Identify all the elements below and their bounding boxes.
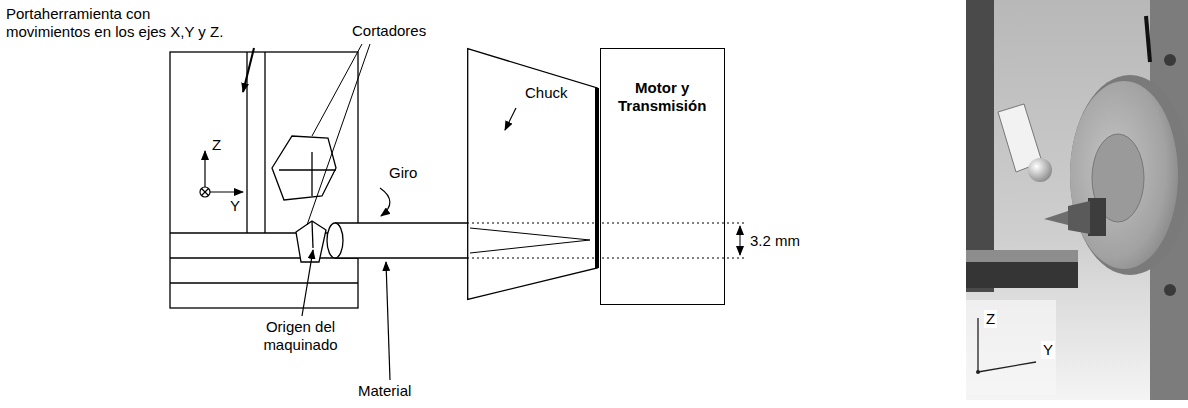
lathe-photo <box>1068 201 1090 234</box>
lathe-photo <box>978 362 1036 372</box>
lathe-photo <box>1164 54 1176 66</box>
lathe-photo <box>1164 284 1176 296</box>
tool-holder <box>264 52 265 233</box>
axis-label: Y <box>1041 341 1055 359</box>
axis-label: Y <box>230 197 240 215</box>
lathe-photo <box>1070 81 1178 269</box>
leader-lines <box>243 48 254 92</box>
lower-cutter <box>312 221 313 248</box>
dimension-arrow <box>740 226 741 255</box>
axis-symbol <box>204 151 205 187</box>
lathe-photo <box>1044 211 1068 225</box>
lathe-photo <box>977 318 978 372</box>
bar-in-chuck <box>470 240 590 253</box>
lathe-photo <box>966 300 1056 395</box>
lathe-photo <box>1146 16 1150 62</box>
axis-label: Z <box>212 136 221 154</box>
part-label: Origen del maquinado <box>262 318 339 354</box>
bar-in-chuck <box>470 228 590 240</box>
axis-label: Z <box>984 310 997 328</box>
upper-cutter <box>279 169 336 170</box>
lathe-photo <box>966 0 994 292</box>
material-bar <box>335 257 467 258</box>
tool-holder <box>170 282 358 283</box>
lathe-photo <box>966 262 1078 288</box>
lathe-photo <box>1070 75 1188 275</box>
bar-in-chuck <box>467 258 746 259</box>
material-bar <box>327 223 343 258</box>
tool-holder <box>170 52 358 308</box>
axis-symbol <box>202 189 209 196</box>
part-label: Material <box>358 382 411 400</box>
leader-lines <box>307 44 370 225</box>
leader-lines <box>380 188 390 216</box>
axis-symbol <box>200 187 210 197</box>
bar-in-chuck <box>467 223 746 258</box>
chuck-shape: Chuck <box>467 48 598 300</box>
lathe-photo <box>1088 198 1106 236</box>
axis-symbol <box>202 189 209 196</box>
tool-holder <box>170 257 358 258</box>
chuck-outline <box>468 49 598 300</box>
upper-cutter <box>311 152 312 196</box>
motor-label: Motor y Transmisión <box>618 79 706 115</box>
part-label: Cortadores <box>352 22 426 40</box>
material-bar <box>335 222 467 223</box>
lathe-photo <box>976 370 980 374</box>
leader-lines <box>302 250 313 316</box>
axis-symbol <box>210 191 243 192</box>
component-note: Portaherramienta con movimientos en los … <box>6 5 226 41</box>
motion-label: Giro <box>389 164 417 182</box>
lower-cutter <box>296 221 326 262</box>
dimension-label: 3.2 mm <box>750 232 800 250</box>
chuck-label: Chuck <box>525 84 568 102</box>
axis-symbol <box>200 151 243 197</box>
lathe-photo <box>966 250 1078 262</box>
lathe-photo <box>966 0 1188 400</box>
lathe-photo <box>1028 158 1052 182</box>
leader-lines <box>386 262 390 380</box>
leader-lines <box>505 108 516 130</box>
motor-box: Motor y Transmisión <box>600 48 725 305</box>
leader-lines <box>243 44 516 380</box>
tool-holder <box>170 52 358 308</box>
material-bar <box>327 223 467 258</box>
material-bar <box>335 223 467 258</box>
lathe-photo <box>966 0 1188 400</box>
lower-cutter <box>296 221 326 262</box>
bar-in-chuck <box>467 223 746 224</box>
